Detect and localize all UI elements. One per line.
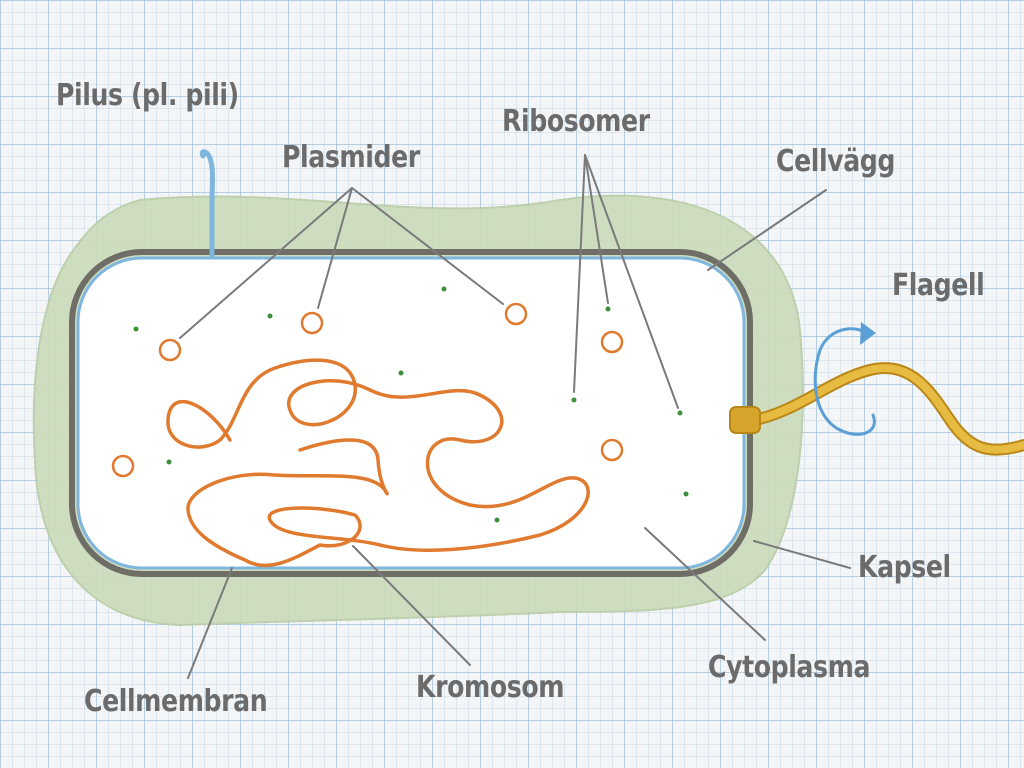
plasmid bbox=[300, 311, 324, 335]
ribosome bbox=[166, 459, 172, 465]
plasmid bbox=[600, 330, 624, 354]
label-kapsel: Kapsel bbox=[858, 550, 951, 585]
label-ribosomer: Ribosomer bbox=[502, 104, 650, 139]
rotation-arrow-icon bbox=[813, 327, 876, 436]
label-kromosom: Kromosom bbox=[416, 670, 565, 705]
leader-lines bbox=[179, 154, 851, 679]
ribosome bbox=[683, 491, 689, 497]
ribosome bbox=[677, 410, 683, 416]
cytoplasm bbox=[76, 256, 746, 570]
label-pilus: Pilus (pl. pili) bbox=[56, 78, 239, 113]
label-cellmembran: Cellmembran bbox=[84, 684, 268, 719]
ribosome bbox=[398, 370, 404, 376]
ribosome bbox=[267, 313, 273, 319]
plasmid bbox=[158, 338, 182, 362]
arrow-head-icon bbox=[860, 322, 876, 345]
plasmid bbox=[600, 438, 624, 462]
ribosome bbox=[605, 306, 611, 312]
flagellum-hook bbox=[729, 406, 761, 434]
pilus bbox=[199, 149, 215, 258]
chromosome bbox=[166, 358, 590, 568]
ribosome bbox=[494, 517, 500, 523]
plasmid bbox=[504, 302, 528, 326]
plasmid bbox=[111, 454, 135, 478]
label-cytoplasma: Cytoplasma bbox=[708, 650, 871, 685]
ribosome bbox=[133, 326, 139, 332]
label-cellvagg: Cellvägg bbox=[776, 144, 896, 179]
label-flagell: Flagell bbox=[892, 268, 985, 303]
ribosome bbox=[571, 397, 577, 403]
label-plasmider: Plasmider bbox=[282, 140, 420, 175]
ribosome bbox=[441, 286, 447, 292]
